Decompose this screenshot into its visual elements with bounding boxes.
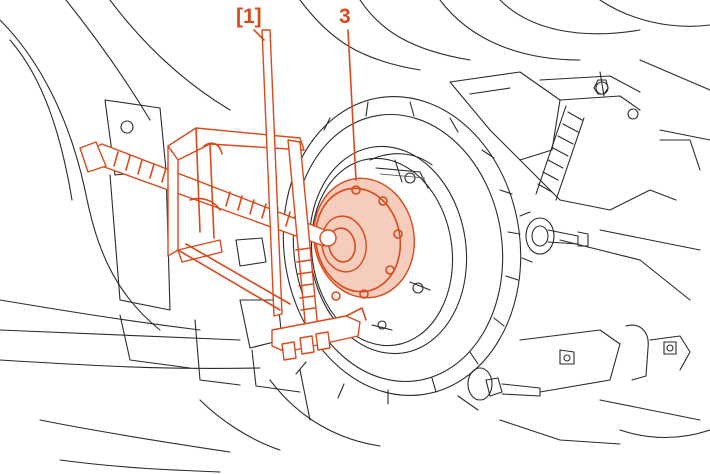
callout-tool-label: [1] <box>236 5 262 28</box>
tool-leader-line <box>253 29 265 41</box>
leg-thread <box>295 247 316 311</box>
hub-bolt-holes <box>331 185 403 301</box>
lower-arm <box>499 324 710 445</box>
suspension-knuckle <box>449 71 701 301</box>
callout-hub-label: 3 <box>339 5 351 28</box>
tie-rod-nut-lower <box>457 367 541 411</box>
brake-shoe-assembly <box>369 153 433 331</box>
disc-cooling-slots <box>295 101 521 405</box>
coil-spring <box>535 105 585 201</box>
wheel-hub <box>312 177 416 301</box>
lower-housing <box>199 237 381 451</box>
hub-puller-tool <box>79 29 367 361</box>
clamp-nuts <box>281 331 331 361</box>
tie-rod-nut-upper <box>519 211 589 263</box>
brake-disc <box>282 96 522 405</box>
hub-leader-line <box>347 29 357 181</box>
